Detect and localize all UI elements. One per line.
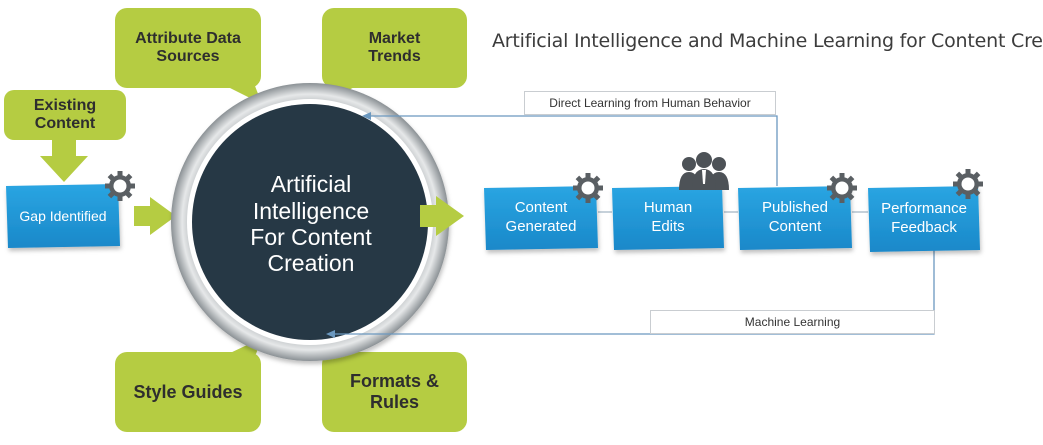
arrow-icon bbox=[420, 196, 464, 236]
published-content-label: Published Content bbox=[762, 199, 828, 235]
style-guides-label: Style Guides bbox=[133, 381, 243, 402]
arrowhead-icon bbox=[362, 112, 371, 120]
center-circle-label: Artificial Intelligence For Content Crea… bbox=[250, 171, 372, 277]
existing-content-label: Existing Content bbox=[33, 96, 97, 132]
pipeline-step-human-edits bbox=[612, 186, 724, 250]
people-icon bbox=[679, 152, 729, 190]
pipeline-step-content-generated bbox=[484, 186, 598, 250]
down-arrow-icon bbox=[40, 140, 88, 182]
market-trends-label: Market Trends bbox=[368, 29, 421, 65]
arrowhead-icon bbox=[326, 330, 335, 338]
pipeline-step-published-content bbox=[738, 186, 852, 250]
attribute-data-sources-label: Attribute Data Sources bbox=[135, 29, 241, 65]
feedback-lines bbox=[330, 115, 935, 335]
gap-identified-box bbox=[6, 184, 120, 248]
existing-content-bubble bbox=[4, 90, 126, 140]
human-edits-label: Human Edits bbox=[643, 199, 693, 235]
direct-learning-label: Direct Learning from Human Behavior bbox=[524, 91, 776, 115]
arrow-icon bbox=[134, 197, 176, 235]
machine-learning-label: Machine Learning bbox=[650, 310, 935, 334]
gap-identified-label: Gap Identified bbox=[19, 208, 107, 225]
content-generated-label: Content Generated bbox=[505, 199, 577, 235]
center-circle bbox=[171, 83, 449, 361]
performance-feedback-label: Performance Feedback bbox=[881, 200, 967, 236]
diagram-title: Artificial Intelligence and Machine Lear… bbox=[492, 30, 1043, 52]
pipeline-step-performance-feedback bbox=[868, 186, 980, 252]
formats-rules-label: Formats & Rules bbox=[349, 371, 439, 412]
